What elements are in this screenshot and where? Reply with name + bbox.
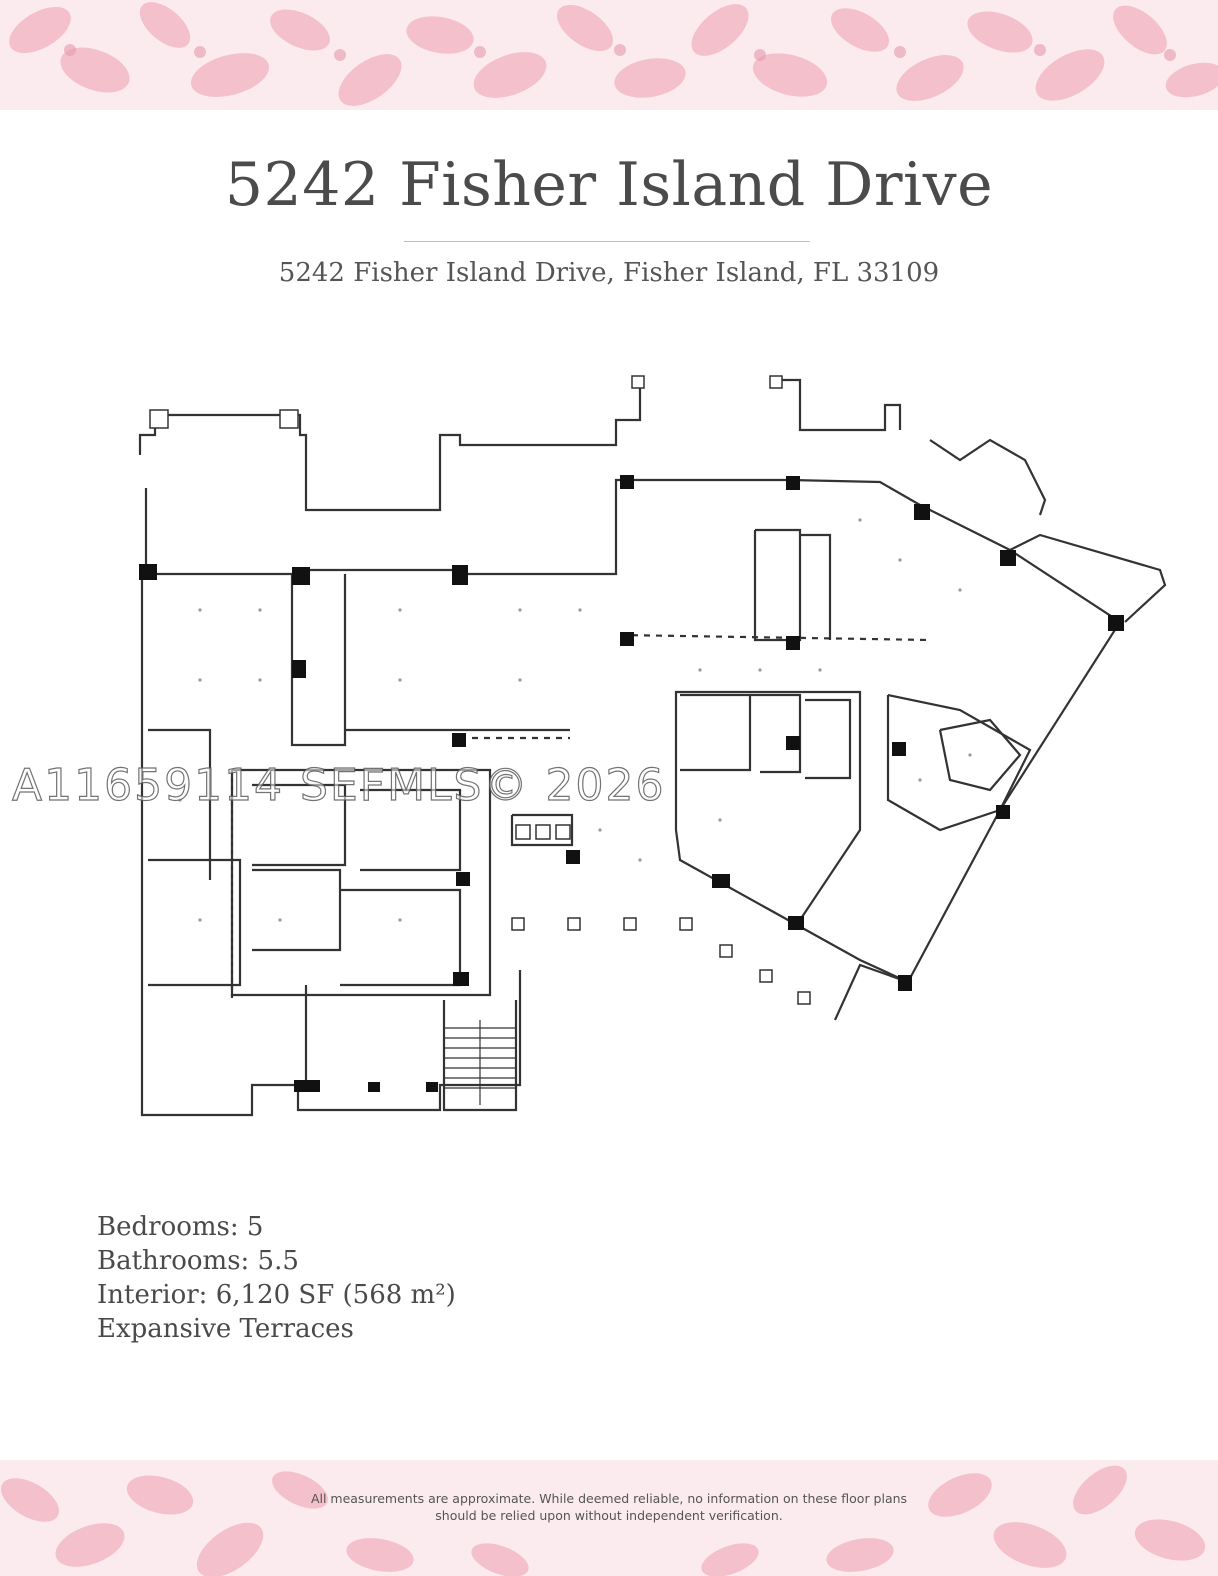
property-address: 5242 Fisher Island Drive, Fisher Island,…	[278, 258, 940, 288]
floor-plan-disclaimer: All measurements are approximate. While …	[0, 1490, 1218, 1524]
title-divider	[404, 241, 810, 242]
terrace-planters	[149, 375, 811, 1005]
mls-watermark: A11659114 SEFMLS© 2026	[11, 759, 666, 811]
spec-terraces: Expansive Terraces	[97, 1314, 354, 1344]
floor-plan	[138, 375, 1167, 1117]
ceiling-fixtures	[178, 518, 972, 922]
floral-pattern-top	[9, 2, 1218, 106]
disclaimer-line-1: All measurements are approximate. While …	[310, 1491, 908, 1506]
floral-header-band	[0, 0, 1218, 110]
stair-treads	[444, 1020, 516, 1105]
spec-bathrooms: Bathrooms: 5.5	[97, 1246, 299, 1276]
page-title: 5242 Fisher Island Drive	[224, 150, 994, 220]
spec-interior: Interior: 6,120 SF (568 m²)	[97, 1280, 456, 1310]
floral-pattern-bottom	[1, 1465, 1206, 1576]
property-specs: Bedrooms: 5 Bathrooms: 5.5 Interior: 6,1…	[97, 1210, 456, 1346]
spec-bedrooms: Bedrooms: 5	[97, 1212, 264, 1242]
structural-columns	[139, 475, 1124, 1092]
disclaimer-line-2: should be relied upon without independen…	[435, 1508, 783, 1523]
floor-plan-walls	[138, 378, 1167, 1117]
floral-footer-band	[0, 1460, 1218, 1576]
